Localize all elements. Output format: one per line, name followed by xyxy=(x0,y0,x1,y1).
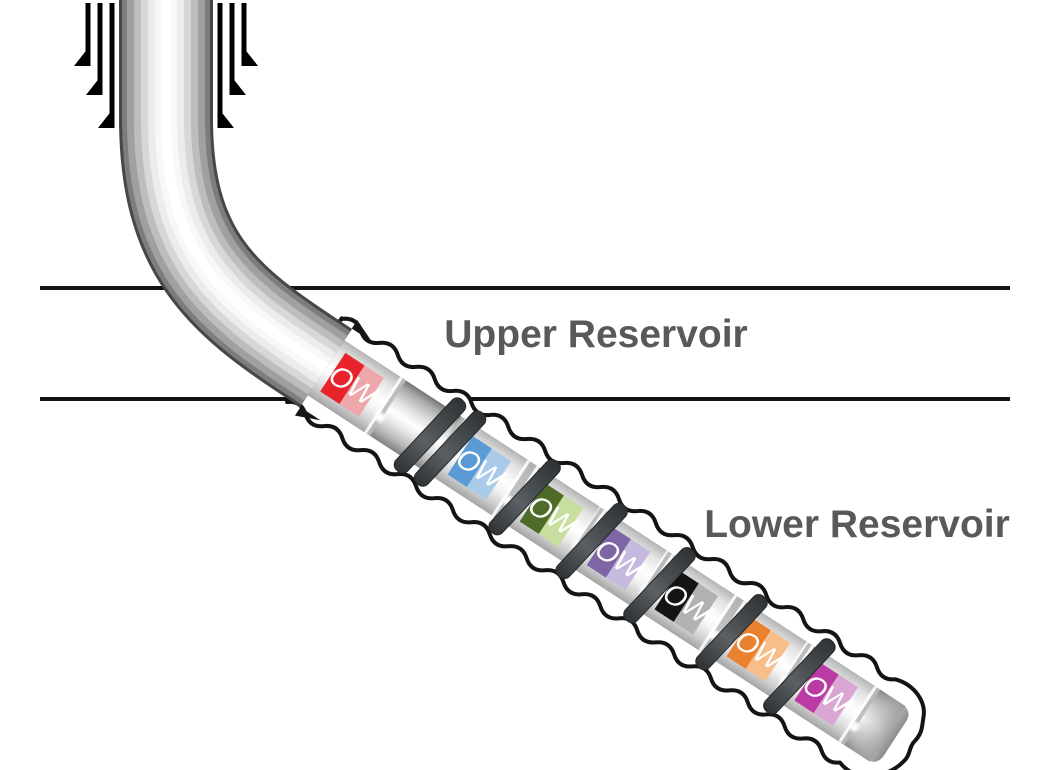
packer xyxy=(488,459,561,536)
lower-reservoir-label: Lower Reservoir xyxy=(704,503,1010,546)
sparkle-glint xyxy=(846,719,861,734)
module-badge-light-half xyxy=(466,448,512,500)
module-badge-dark-half xyxy=(654,570,699,622)
casing-shoe-tick xyxy=(294,407,321,421)
openhole-completion: OW OW OW xyxy=(259,308,926,770)
casing-shoe xyxy=(294,320,372,421)
casing-hanger-left-middle xyxy=(86,3,103,95)
packer xyxy=(623,547,696,624)
module-badge-light-half xyxy=(673,583,719,635)
module-badge-light-half xyxy=(605,539,651,591)
module-badge-dark-half xyxy=(320,352,365,405)
casing-hanger-right-middle xyxy=(229,3,246,95)
module-badge-dark-half xyxy=(519,482,564,534)
module-badge-dark-half xyxy=(447,435,492,488)
sparkle-glint xyxy=(372,410,387,425)
packer xyxy=(763,638,836,715)
module-badge-light-half xyxy=(745,630,791,682)
casing-hanger-left-outer xyxy=(74,3,91,66)
module-badge-dark-half xyxy=(726,617,771,669)
casing-shoe-tick xyxy=(351,320,372,342)
packer xyxy=(393,397,467,474)
casing-hanger-right-outer xyxy=(241,3,258,66)
packer xyxy=(555,502,628,580)
liner-end-cap xyxy=(839,686,909,762)
module-badge-light-half xyxy=(538,495,584,547)
packer xyxy=(695,594,768,671)
casing-hanger-right-inner xyxy=(217,3,234,128)
module-badge-dark-half xyxy=(586,526,632,578)
module-badge-light-half xyxy=(339,365,384,417)
module-badge-light-half xyxy=(813,674,859,726)
module-badge-dark-half xyxy=(794,662,839,714)
casing-hanger-left-inner xyxy=(98,3,115,128)
upper-reservoir-label: Upper Reservoir xyxy=(444,313,747,356)
packer xyxy=(413,410,487,487)
wellhead-icon xyxy=(74,3,258,128)
wellbore-casing xyxy=(119,0,353,408)
